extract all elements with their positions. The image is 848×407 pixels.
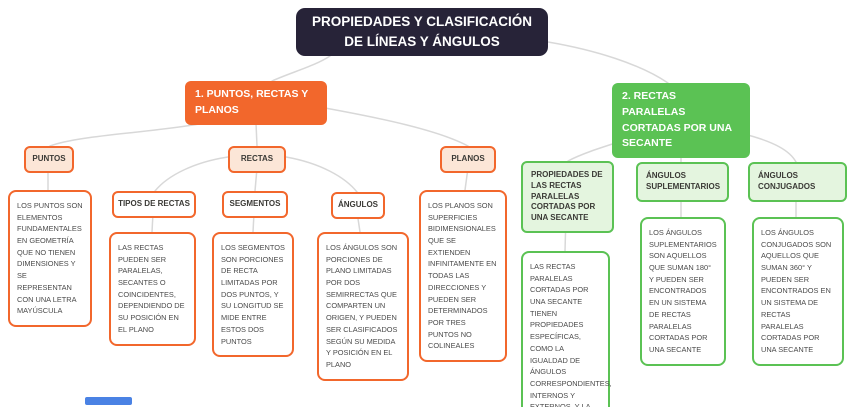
topic-angulos[interactable]: ÁNGULOS (331, 192, 385, 219)
wire-branch1-puntos (49, 122, 206, 147)
desc-segmentos[interactable]: LOS SEGMENTOS SON PORCIONES DE RECTA LIM… (212, 232, 294, 358)
topic-angulos-suplementarios[interactable]: ÁNGULOS SUPLEMENTARIOS (636, 162, 729, 202)
topic-angulos-conjugados[interactable]: ÁNGULOS CONJUGADOS (748, 162, 847, 202)
topic-puntos[interactable]: PUNTOS (24, 146, 74, 173)
topic-tipos-de-rectas[interactable]: TIPOS DE RECTAS (112, 191, 196, 218)
topic-rectas[interactable]: RECTAS (228, 146, 286, 173)
branch-rectas-paralelas-secante[interactable]: 2. RECTAS PARALELAS CORTADAS POR UNA SEC… (612, 83, 750, 158)
wire-root-branch1 (271, 55, 331, 82)
desc-tipos-de-rectas[interactable]: LAS RECTAS PUEDEN SER PARALELAS, SECANTE… (109, 232, 196, 346)
wire-rectas-tipos (154, 156, 229, 192)
topic-propiedades-rectas-paralelas[interactable]: PROPIEDADES DE LAS RECTAS PARALELAS CORT… (521, 161, 614, 233)
root-node[interactable]: PROPIEDADES Y CLASIFICACIÓN DE LÍNEAS Y … (296, 8, 548, 56)
wire-branch1-planos (324, 107, 469, 147)
desc-propiedades-rectas-paralelas[interactable]: LAS RECTAS PARALELAS CORTADAS POR UNA SE… (521, 251, 612, 407)
branch-puntos-rectas-planos[interactable]: 1. PUNTOS, RECTAS Y PLANOS (185, 81, 327, 125)
desc-planos[interactable]: LOS PLANOS SON SUPERFICIES BIDIMENSIONAL… (419, 190, 507, 362)
watermark-bar (85, 397, 132, 405)
desc-angulos-suplementarios[interactable]: LOS ÁNGULOS SUPLEMENTARIOS SON AQUELLOS … (640, 217, 726, 366)
topic-segmentos[interactable]: SEGMENTOS (222, 191, 288, 218)
desc-puntos[interactable]: LOS PUNTOS SON ELEMENTOS FUNDAMENTALES E… (8, 190, 92, 327)
desc-angulos[interactable]: LOS ÁNGULOS SON PORCIONES DE PLANO LIMIT… (317, 232, 409, 381)
wire-rectas-angulos (285, 156, 358, 193)
wire-branch2-conjugados (743, 133, 797, 163)
topic-planos[interactable]: PLANOS (440, 146, 496, 173)
desc-angulos-conjugados[interactable]: LOS ÁNGULOS CONJUGADOS SON AQUELLOS QUE … (752, 217, 844, 366)
wire-branch1-rectas (255, 122, 258, 147)
wire-root-branch2 (547, 41, 669, 84)
